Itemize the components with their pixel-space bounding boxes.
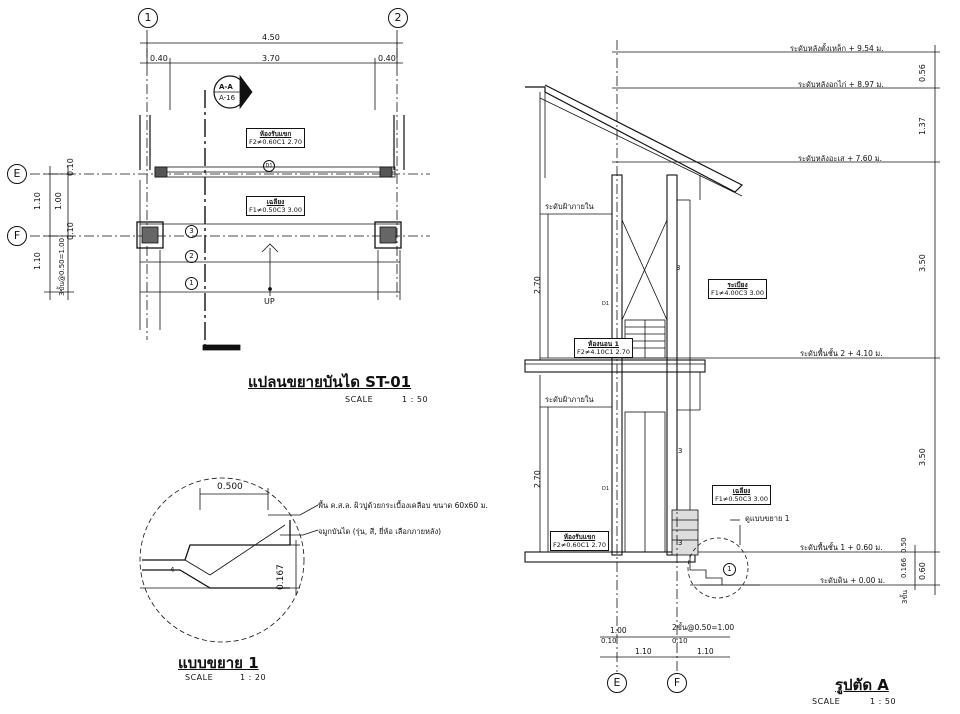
room-name: ห้องนอน 1 (588, 340, 619, 348)
bottom-dim-a: 1.00 (610, 626, 627, 635)
detail-scale-label: SCALE (185, 673, 214, 682)
grid-marker-e-section: E (607, 673, 627, 693)
plan-title: แปลนขยายบันได ST-01 (248, 373, 412, 391)
section-marker-top: A-A (219, 83, 233, 91)
section-marker-bottom: A-16 (219, 94, 236, 102)
section-scale-label: SCALE (812, 697, 841, 706)
dim-left-b: 1.00 (54, 192, 63, 210)
bottom-dim-c: 0.10 (672, 637, 688, 645)
grid-marker-f: F (7, 226, 27, 246)
detail-dim-tread: 0.500 (217, 482, 243, 492)
grid-marker-f-section: F (667, 673, 687, 693)
level-label: ระดับหลังอกไก่ + 8.97 ม. (798, 80, 884, 89)
section-title: รูปตัด A (835, 676, 889, 694)
section-dim-small-a: 0.50 (900, 537, 908, 553)
section-dim-small-b: 0.166 (900, 557, 908, 578)
room-spec: F1≠0.50C3 3.00 (249, 206, 303, 214)
ceiling-label: ระดับฝ้าภายใน (545, 395, 594, 404)
room-spec: F2≠4.10C1 2.70 (577, 348, 631, 356)
section-scale-value: 1 : 50 (870, 697, 897, 706)
section-dim-right: 1.37 (918, 117, 927, 135)
step-number: 2 (185, 250, 198, 263)
grid-marker-1: 1 (138, 8, 158, 28)
marker-d1: D1 (602, 301, 610, 307)
detail-linework (139, 477, 319, 643)
marker-3: 3 (676, 264, 681, 272)
bottom-dim-e: 1.10 (697, 647, 714, 656)
plan-scale-value: 1 : 50 (402, 395, 429, 404)
room-spec: F1≠0.50C3 3.00 (715, 495, 769, 503)
bottom-dim-steps: 2ขั้น@0.50=1.00 (672, 623, 735, 632)
room-name: เฉลียง (732, 487, 751, 495)
dim-left-wall: 0.40 (150, 54, 168, 63)
section-linework (524, 40, 940, 672)
room-tag-living: ห้องรับแขก F2≠0.60C1 2.70 (550, 531, 610, 551)
section-dim-right: 0.60 (918, 562, 927, 580)
level-label: ระดับพื้นชั้น 2 + 4.10 ม. (800, 349, 883, 358)
detail-step-number: 4 (170, 566, 175, 574)
room-name: ห้องรับแขก (563, 533, 596, 541)
section-dim-right: 3.50 (918, 448, 927, 466)
room-name: เฉลียง (266, 198, 285, 206)
detail-dim-riser: 0.167 (276, 564, 286, 590)
door-tag: D1 (263, 160, 275, 172)
detail-marker: 1 (723, 563, 736, 576)
step-number: 1 (185, 277, 198, 290)
marker-3: 3 (678, 539, 683, 547)
step-number: 3 (185, 225, 198, 238)
room-tag-verandah: เฉลียง F1≠0.50C3 3.00 (246, 196, 306, 216)
dim-right-wall: 0.40 (378, 54, 396, 63)
dim-mid-span: 3.70 (262, 54, 280, 63)
room-name: ระเบียง (727, 281, 748, 289)
room-tag-verandah: เฉลียง F1≠0.50C3 3.00 (712, 485, 772, 505)
level-label: ระดับดิน + 0.00 ม. (820, 576, 886, 585)
level-label: ระดับพื้นชั้น 1 + 0.60 ม. (800, 543, 883, 552)
detail-scale-value: 1 : 20 (240, 673, 267, 682)
section-dim-right: 0.56 (918, 64, 927, 82)
section-dim-right: 3.50 (918, 254, 927, 272)
dim-total-width: 4.50 (262, 33, 280, 42)
dim-left-a: 1.10 (33, 192, 42, 210)
level-label: ระดับหลังตั้งเหล็ก + 9.54 ม. (790, 44, 884, 53)
marker-d1: D1 (602, 486, 610, 492)
detail-callout: ดูแบบขยาย 1 (745, 514, 790, 523)
dim-left-e: 1.10 (33, 252, 42, 270)
marker-3: 3 (678, 447, 683, 455)
dim-left-steps: 3ขั้น@0.50=1.00 (58, 237, 66, 296)
detail-note-nosing: จมูกบันได (รุ่น, สี, ยี่ห้อ เลือกภายหลัง… (318, 527, 442, 536)
up-label: UP (264, 297, 275, 306)
section-dim-small-c: 3ขั้น (901, 589, 909, 604)
room-tag-bedroom: ห้องนอน 1 F2≠4.10C1 2.70 (574, 338, 634, 358)
detail-note-floor: พื้น ค.ส.ล. ผิวปูด้วยกระเบื้องเคลือบ ขนา… (318, 501, 488, 510)
level-label: ระดับหลังอะเส + 7.60 ม. (798, 154, 883, 163)
dim-left-c: 0.10 (66, 158, 75, 176)
wall-height-dim: 2.70 (533, 276, 542, 294)
grid-marker-2: 2 (388, 8, 408, 28)
plan-scale-label: SCALE (345, 395, 374, 404)
room-tag-living: ห้องรับแขก F2≠0.60C1 2.70 (246, 128, 306, 148)
bottom-dim-b: 0.10 (601, 637, 617, 645)
room-spec: F2≠0.60C1 2.70 (249, 138, 303, 146)
grid-marker-e: E (7, 164, 27, 184)
room-spec: F1≠4.00C3 3.00 (711, 289, 765, 297)
wall-height-dim: 2.70 (533, 470, 542, 488)
room-tag-balcony: ระเบียง F1≠4.00C3 3.00 (708, 279, 768, 299)
room-spec: F2≠0.60C1 2.70 (553, 541, 607, 549)
plan-linework (30, 30, 430, 351)
room-name: ห้องรับแขก (259, 130, 292, 138)
bottom-dim-d: 1.10 (635, 647, 652, 656)
ceiling-label: ระดับฝ้าภายใน (545, 202, 594, 211)
detail-title: แบบขยาย 1 (178, 654, 259, 672)
